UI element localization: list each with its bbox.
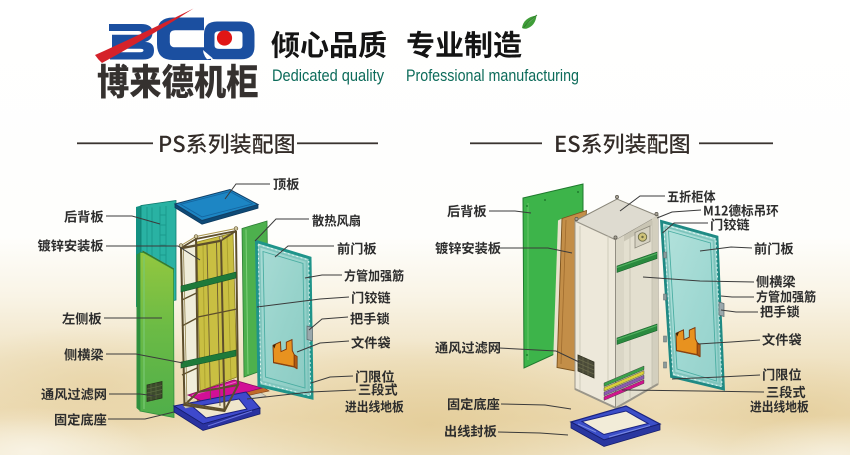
svg-text:Professional manufacturing: Professional manufacturing [406,66,579,85]
svg-text:Dedicated quality: Dedicated quality [272,66,384,85]
